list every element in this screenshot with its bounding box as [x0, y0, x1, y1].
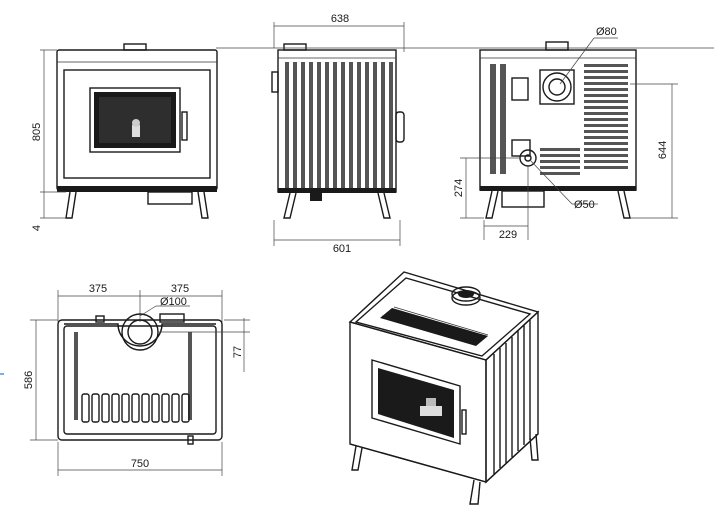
front-flue-collar — [123, 43, 147, 51]
rear-flue-plate — [539, 69, 575, 105]
iso-door-glass — [378, 368, 454, 438]
dim-top-width: 638 — [331, 13, 349, 25]
dim-plan-left-half: 375 — [89, 283, 107, 295]
dim-side-depth: 601 — [333, 243, 351, 255]
plan-grille-slots — [81, 393, 190, 423]
rear-flue-collar — [545, 41, 569, 51]
plan-view: 375 375 Ø100 77 — [0, 283, 250, 476]
dim-plan-depth: 586 — [23, 371, 35, 389]
rear-leg-right — [617, 190, 631, 219]
dim-plan-right-half: 375 — [171, 283, 189, 295]
side-leg-front — [283, 192, 297, 219]
front-view: 805 4 — [31, 43, 218, 231]
isometric-view — [348, 271, 540, 505]
iso-leg-front-left — [351, 445, 363, 471]
front-leg-left — [65, 191, 77, 219]
side-cooling-fins — [285, 62, 393, 188]
dim-rear-height: 644 — [657, 141, 669, 159]
iso-top-surface — [348, 271, 540, 361]
front-door-handle — [181, 111, 188, 141]
dim-rear-outlet-height: 274 — [453, 179, 465, 197]
dim-plan-flue-offset: 77 — [232, 346, 244, 358]
iso-top-grille — [380, 306, 489, 346]
front-panel — [63, 69, 211, 179]
iso-leg-front-right — [469, 479, 481, 505]
front-door-glass — [89, 87, 181, 153]
iso-leg-rear — [529, 433, 539, 461]
dim-front-height: 805 — [31, 123, 43, 141]
rear-leg-left — [485, 190, 499, 219]
dim-flue-diameter: Ø80 — [596, 26, 617, 38]
dim-plan-flue-diameter: Ø100 — [160, 296, 187, 308]
dim-air-inlet-diameter: Ø50 — [574, 199, 595, 211]
front-leg-right — [197, 191, 209, 219]
dim-plan-width: 750 — [131, 458, 149, 470]
rear-view: Ø80 Ø50 644 274 229 — [216, 26, 714, 241]
side-leg-rear — [377, 192, 391, 219]
iso-door-frame — [371, 359, 461, 445]
rear-flue-outlet — [542, 72, 572, 102]
side-view: 638 601 — [271, 13, 405, 255]
iso-door-handle — [461, 409, 467, 435]
dim-leg-height: 4 — [31, 225, 43, 231]
iso-side-fins — [493, 320, 531, 474]
side-flue-collar — [283, 43, 307, 51]
rear-heat-shield-slots — [490, 64, 628, 175]
side-rear-spigot — [395, 111, 405, 143]
dim-rear-outlet-offset: 229 — [499, 229, 517, 241]
